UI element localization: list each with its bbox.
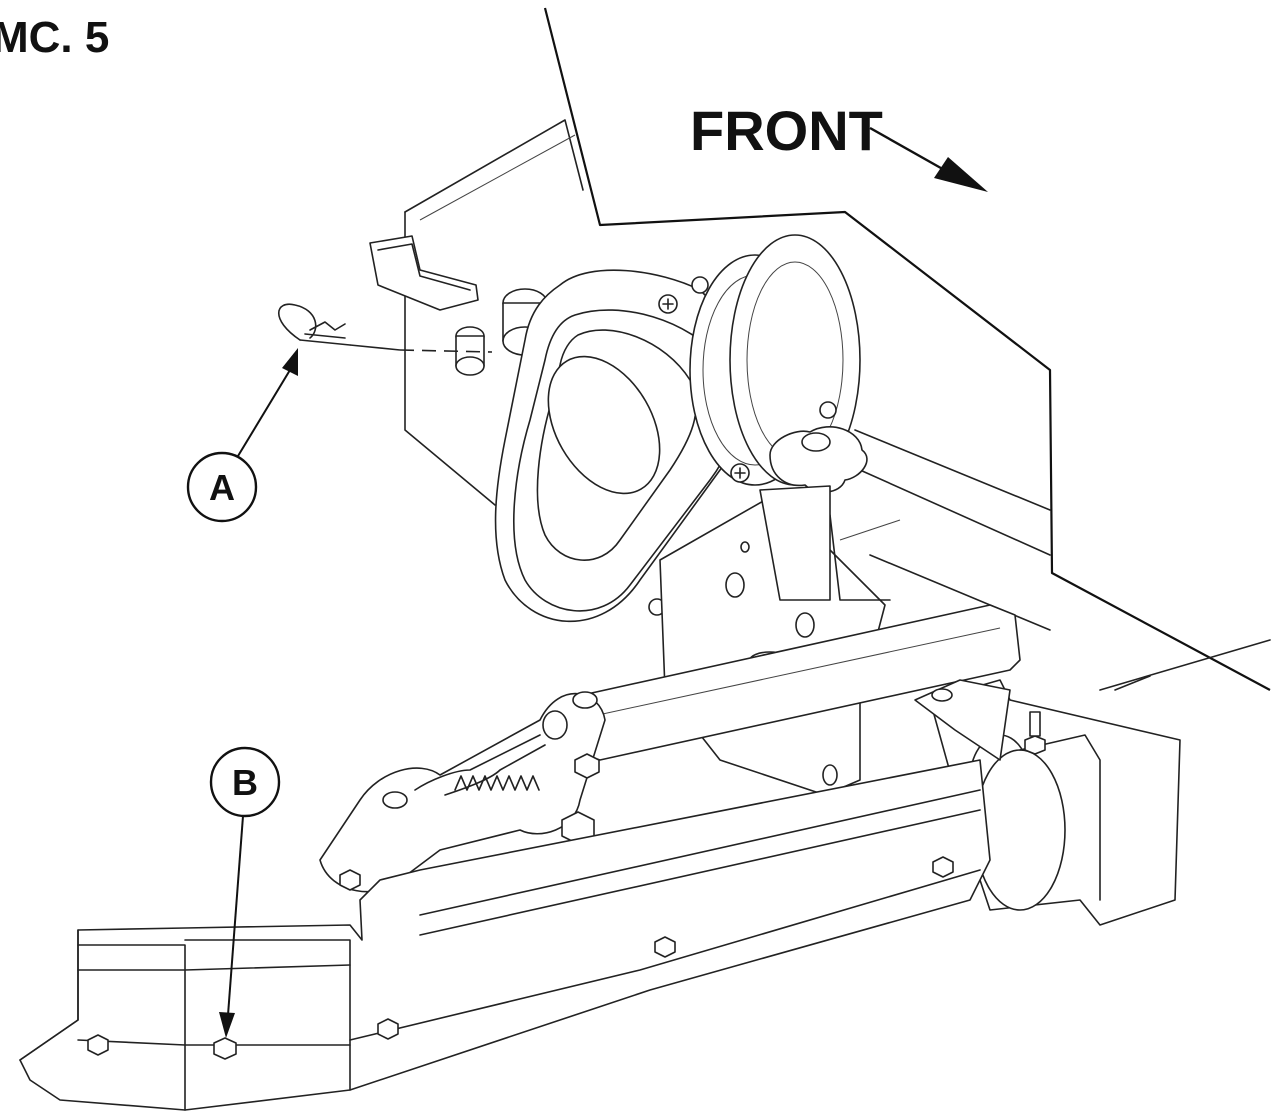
front-direction-arrow [869, 126, 988, 192]
callout-b: B [209, 746, 281, 1038]
hairpin-clip [278, 303, 493, 353]
cutaway-outline [543, 7, 1271, 691]
callout-b-letter: B [232, 762, 258, 803]
adjustment-knob [769, 426, 868, 493]
front-roller [914, 679, 1181, 926]
front-direction-label: FRONT [690, 99, 883, 162]
callout-a: A [186, 348, 298, 523]
figure-number: MC. 5 [0, 13, 109, 62]
hopper-bracket [369, 235, 479, 311]
callout-a-letter: A [209, 467, 235, 508]
base-skid [19, 759, 991, 1111]
gearbox [494, 234, 861, 623]
